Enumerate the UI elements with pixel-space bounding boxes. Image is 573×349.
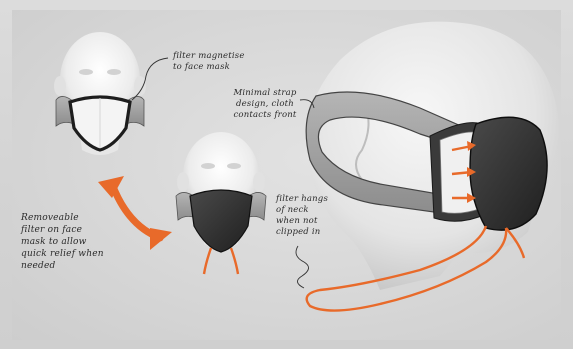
leader-filter-hangs — [296, 246, 309, 288]
dark-filter-cup — [470, 117, 547, 230]
dark-filter-mask — [190, 190, 252, 252]
lanyard-cord-left — [204, 248, 211, 274]
lanyard-cord-right — [231, 248, 238, 274]
head-front-dark-filter — [176, 132, 266, 274]
ear-right — [134, 76, 146, 96]
eye-left — [79, 69, 93, 75]
ear-left — [54, 76, 66, 96]
eye-left — [201, 163, 215, 169]
head-front-white-mask — [54, 32, 146, 155]
note-removable-filter: Removeable filter on face mask to allow … — [21, 212, 141, 272]
eye-right — [227, 163, 241, 169]
note-minimal-strap: Minimal strap design, cloth contacts fro… — [230, 88, 300, 121]
ear-left — [177, 172, 189, 192]
ear-right — [253, 172, 265, 192]
note-filter-hangs: filter hangs of neck when not clipped in — [276, 194, 346, 238]
eye-right — [107, 69, 121, 75]
head-side-profile — [306, 22, 559, 311]
note-filter-magnetise: filter magnetise to face mask — [173, 51, 273, 73]
